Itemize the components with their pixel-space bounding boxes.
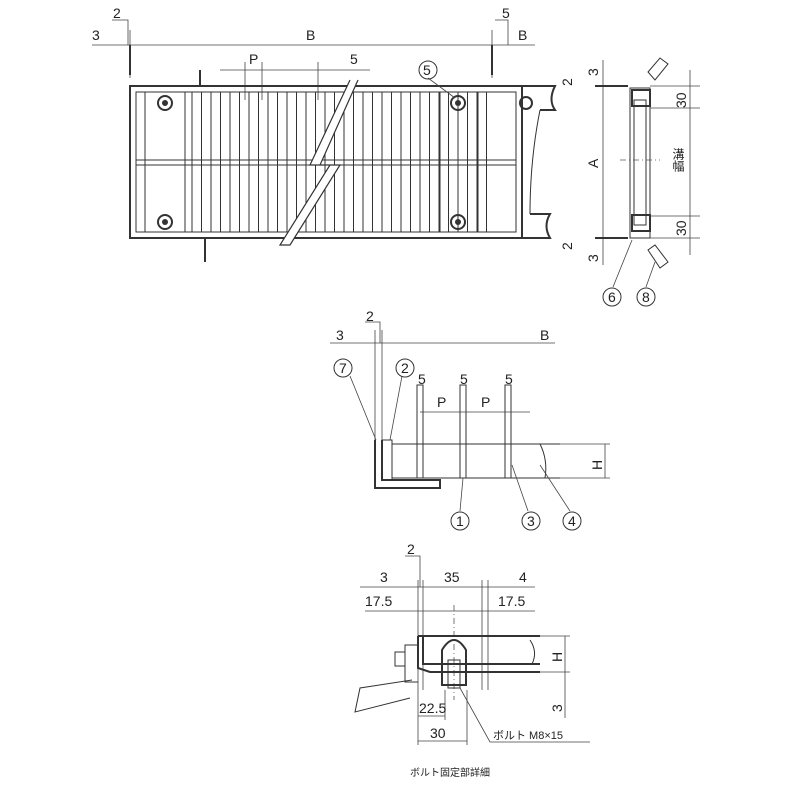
dim-5-right: 5 xyxy=(502,5,510,21)
dim-3: 3 xyxy=(336,327,344,343)
section-view: 2 3 A 30 溝幅 30 2 3 6 8 xyxy=(559,57,700,307)
dim-2: 2 xyxy=(366,308,374,324)
dim-3: 3 xyxy=(92,27,100,43)
bearing-bars xyxy=(144,92,487,232)
dim-3-bottom: 3 xyxy=(549,704,565,712)
callout-6: 6 xyxy=(608,289,616,305)
dim-P2: P xyxy=(481,394,490,410)
edge-bearing-bar xyxy=(459,384,467,479)
dim-17-5-right: 17.5 xyxy=(498,593,525,609)
plan-view: 3 2 B 5 B P 5 5 xyxy=(92,5,557,262)
edge-detail: 3 2 B 5 5 5 P P H 7 2 1 3 4 xyxy=(330,308,610,531)
dim-3: 3 xyxy=(380,569,388,585)
dim-B-right: B xyxy=(518,27,527,43)
dim-30-bottom: 30 xyxy=(673,220,689,236)
callout-5: 5 xyxy=(423,62,431,78)
dim-P: P xyxy=(249,51,258,67)
dim-4: 4 xyxy=(519,569,527,585)
clamp-bolts xyxy=(157,70,533,262)
callout-3: 3 xyxy=(527,513,535,529)
dim-5a: 5 xyxy=(418,371,426,387)
dim-3-top: 3 xyxy=(585,68,601,76)
edge-bearing-bar xyxy=(504,384,512,479)
dim-2: 2 xyxy=(113,5,121,21)
edge-bearing-bar xyxy=(416,384,424,479)
callout-4: 4 xyxy=(568,513,576,529)
dim-2-bottom: 2 xyxy=(559,242,575,250)
dim-B: B xyxy=(306,27,315,43)
dim-35: 35 xyxy=(444,569,460,585)
dim-2-top: 2 xyxy=(559,78,575,86)
bolt-detail-caption: ボルト固定部詳細 xyxy=(410,766,490,779)
dim-3-bottom: 3 xyxy=(585,254,601,262)
dim-5c: 5 xyxy=(505,371,513,387)
callout-7: 7 xyxy=(339,360,347,376)
dim-H: H xyxy=(549,652,565,662)
dim-2: 2 xyxy=(407,541,415,557)
dim-P1: P xyxy=(437,394,446,410)
dim-5b: 5 xyxy=(460,371,468,387)
callout-2: 2 xyxy=(401,360,409,376)
dim-5-mid: 5 xyxy=(350,51,358,67)
dim-30-top: 30 xyxy=(673,92,689,108)
bolt-label: ボルト M8×15 xyxy=(493,729,563,742)
dim-22-5: 22.5 xyxy=(419,700,446,716)
dim-30: 30 xyxy=(430,725,446,741)
callout-1: 1 xyxy=(456,513,464,529)
dim-A: A xyxy=(585,158,601,168)
dim-groove-width: 溝幅 xyxy=(671,148,685,173)
dim-B: B xyxy=(540,327,549,343)
dim-17-5-left: 17.5 xyxy=(365,593,392,609)
callout-8: 8 xyxy=(642,289,650,305)
dim-H: H xyxy=(589,460,605,470)
bolt-detail: 2 3 35 4 17.5 17.5 H 3 22.5 30 ボルト M8×15… xyxy=(354,541,590,779)
